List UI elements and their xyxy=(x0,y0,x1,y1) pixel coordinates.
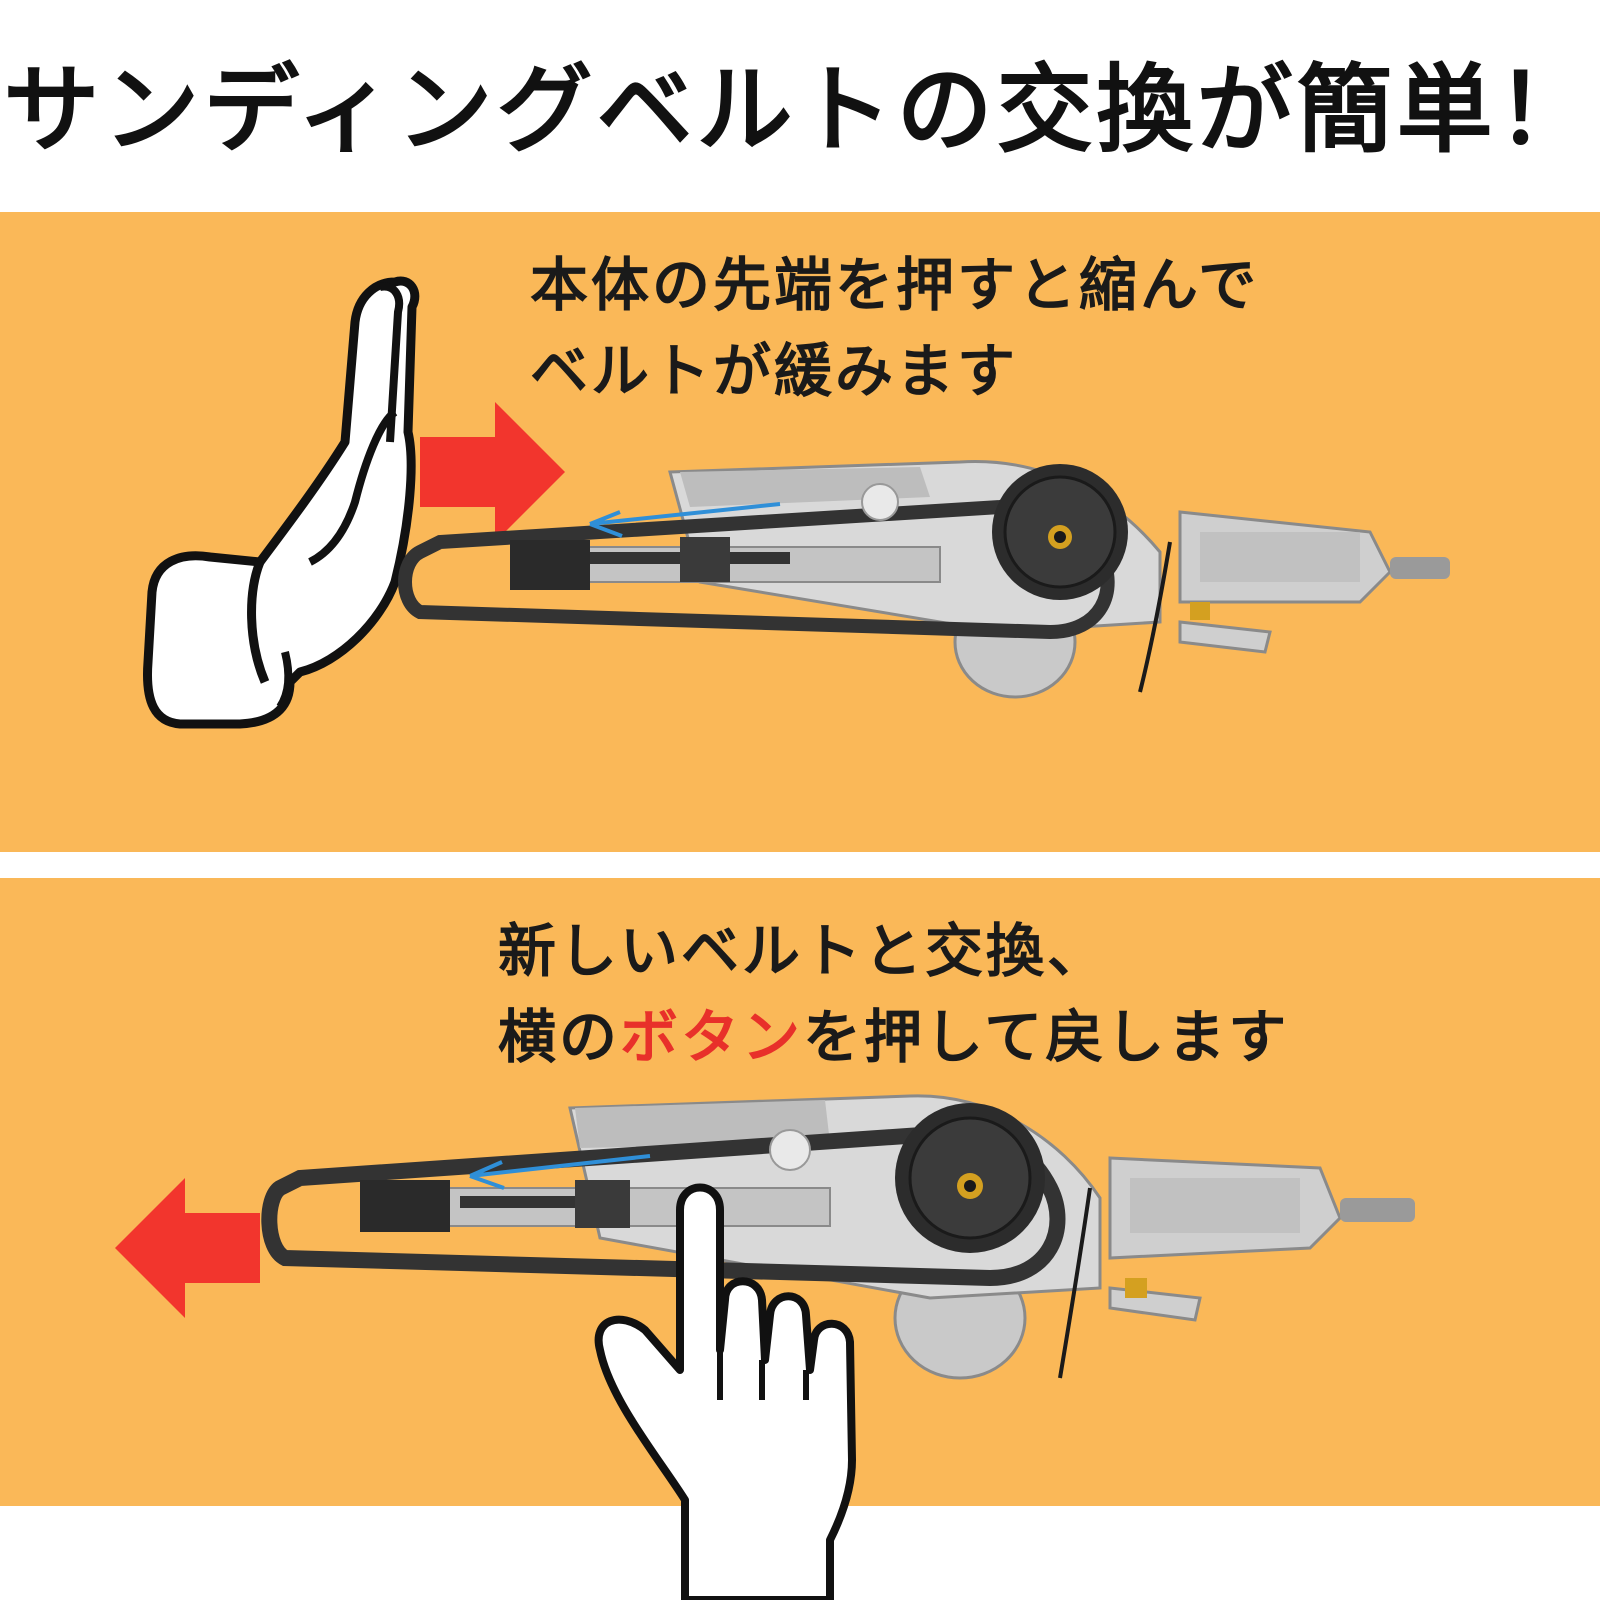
hand-push-icon xyxy=(142,276,420,729)
belt-sander-image xyxy=(398,460,1450,699)
step2-caption: 新しいベルトと交換、 横のボタンを押して戻します xyxy=(498,908,1289,1080)
finger-press-icon xyxy=(594,1183,856,1600)
step2-line2-after: を押して戻します xyxy=(803,1003,1290,1071)
step1-line2: ベルトが緩みます xyxy=(530,337,1019,405)
step1-line1: 本体の先端を押すと縮んで xyxy=(530,251,1260,319)
step2-line2: 横のボタンを押して戻します xyxy=(498,994,1289,1080)
headline: サンディングベルトの交換が簡単！ xyxy=(3,54,1597,166)
step2-line2-before: 横の xyxy=(498,1003,621,1071)
arrow-left-icon xyxy=(115,1178,260,1318)
arrow-right-icon xyxy=(420,402,565,542)
step1-caption: 本体の先端を押すと縮んで ベルトが緩みます xyxy=(530,242,1259,414)
step2-highlight-button: ボタン xyxy=(620,1003,804,1071)
step2-line1: 新しいベルトと交換、 xyxy=(498,917,1109,985)
step1-panel: 本体の先端を押すと縮んで ベルトが緩みます xyxy=(0,212,1600,852)
